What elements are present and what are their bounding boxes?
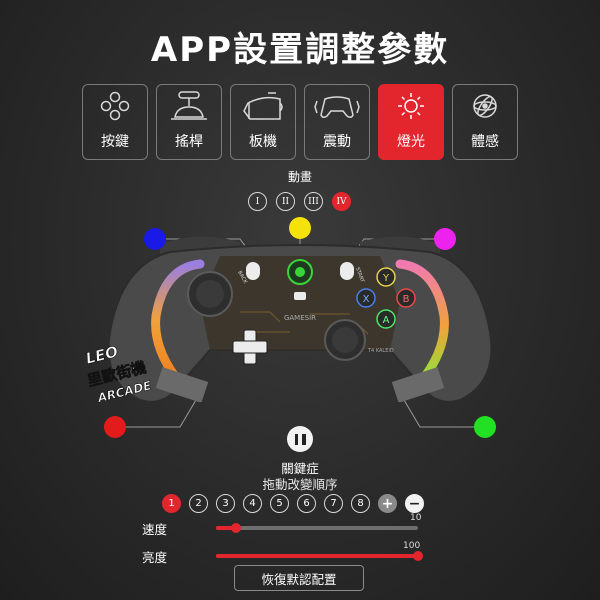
vibration-icon — [305, 85, 369, 127]
start-label: START — [354, 267, 365, 284]
mode-2-button[interactable]: II — [276, 192, 295, 211]
tab-label: 震動 — [323, 134, 351, 150]
tab-label: 搖桿 — [175, 134, 203, 150]
face-button-b: B — [403, 294, 410, 305]
trigger-icon — [231, 85, 295, 127]
pause-icon-bar — [302, 433, 306, 445]
step-6[interactable]: 6 — [297, 494, 316, 513]
light-zone-top-center[interactable] — [289, 217, 311, 239]
pause-icon — [294, 433, 298, 445]
motion-sensor-icon — [453, 85, 517, 127]
step-8[interactable]: 8 — [351, 494, 370, 513]
brightness-label: 亮度 — [142, 550, 168, 565]
brightness-value: 100 — [403, 541, 421, 551]
remove-step-button[interactable]: − — [405, 494, 424, 513]
step-5[interactable]: 5 — [270, 494, 289, 513]
speed-value: 10 — [410, 513, 422, 523]
zone-title: 關鍵症 — [281, 461, 319, 476]
mode-4-button[interactable]: IV — [332, 192, 351, 211]
light-zone-top-right[interactable] — [434, 228, 456, 250]
logo-line1: LEO — [84, 342, 120, 367]
face-button-x: X — [363, 294, 370, 305]
step-4[interactable]: 4 — [243, 494, 262, 513]
step-3[interactable]: 3 — [216, 494, 235, 513]
add-step-button[interactable]: + — [378, 494, 397, 513]
speed-slider[interactable] — [216, 523, 418, 533]
speed-slider-fill — [216, 526, 237, 530]
light-zone-top-left[interactable] — [144, 228, 166, 250]
tab-light[interactable]: 燈光 — [378, 84, 444, 160]
tab-label: 板機 — [249, 134, 277, 150]
tab-buttons[interactable]: 按鍵 — [82, 84, 148, 160]
tab-label: 體感 — [471, 134, 499, 150]
tab-label: 燈光 — [397, 134, 425, 150]
model-label: T4 KALEID — [367, 348, 394, 354]
brand-label: GAMESIR — [284, 314, 316, 322]
buttons-icon — [83, 85, 147, 127]
arcade-logo: LEO 里歐街機 ARCADE — [84, 342, 154, 406]
tab-trigger[interactable]: 板機 — [230, 84, 296, 160]
animation-modes: I II III IV — [248, 192, 352, 212]
light-zone-bottom-right[interactable] — [474, 416, 496, 438]
brightness-slider-handle[interactable] — [413, 551, 423, 561]
mode-1-button[interactable]: I — [248, 192, 267, 211]
joystick-icon — [157, 85, 221, 127]
light-zone-bottom-left[interactable] — [104, 416, 126, 438]
mode-3-button[interactable]: III — [304, 192, 323, 211]
page-title: APP設置調整參數 — [150, 30, 450, 70]
speed-label: 速度 — [142, 522, 168, 537]
reset-defaults-button[interactable]: 恢復默認配置 — [234, 565, 364, 591]
speed-slider-handle[interactable] — [231, 523, 242, 533]
tab-label: 按鍵 — [101, 134, 129, 150]
controller-illustration: BACK START GAMESIR T4 KALEID Y X B A — [107, 236, 493, 402]
face-button-a: A — [383, 315, 390, 326]
animation-title: 動畫 — [287, 170, 312, 184]
brightness-slider[interactable] — [216, 551, 423, 561]
tab-joystick[interactable]: 搖桿 — [156, 84, 222, 160]
face-button-y: Y — [382, 273, 390, 284]
settings-tabs: 按鍵 搖桿 板機 震動 — [82, 84, 518, 160]
step-2[interactable]: 2 — [189, 494, 208, 513]
pause-button[interactable] — [287, 426, 313, 452]
step-1[interactable]: 1 — [162, 494, 181, 513]
step-7[interactable]: 7 — [324, 494, 343, 513]
tab-vibration[interactable]: 震動 — [304, 84, 370, 160]
brightness-slider-fill — [216, 554, 418, 558]
zone-subtitle: 拖動改變順序 — [262, 477, 338, 492]
zone-order-steps: 1 2 3 4 5 6 7 8 + − — [160, 494, 430, 514]
light-icon — [379, 85, 443, 127]
tab-motion[interactable]: 體感 — [452, 84, 518, 160]
